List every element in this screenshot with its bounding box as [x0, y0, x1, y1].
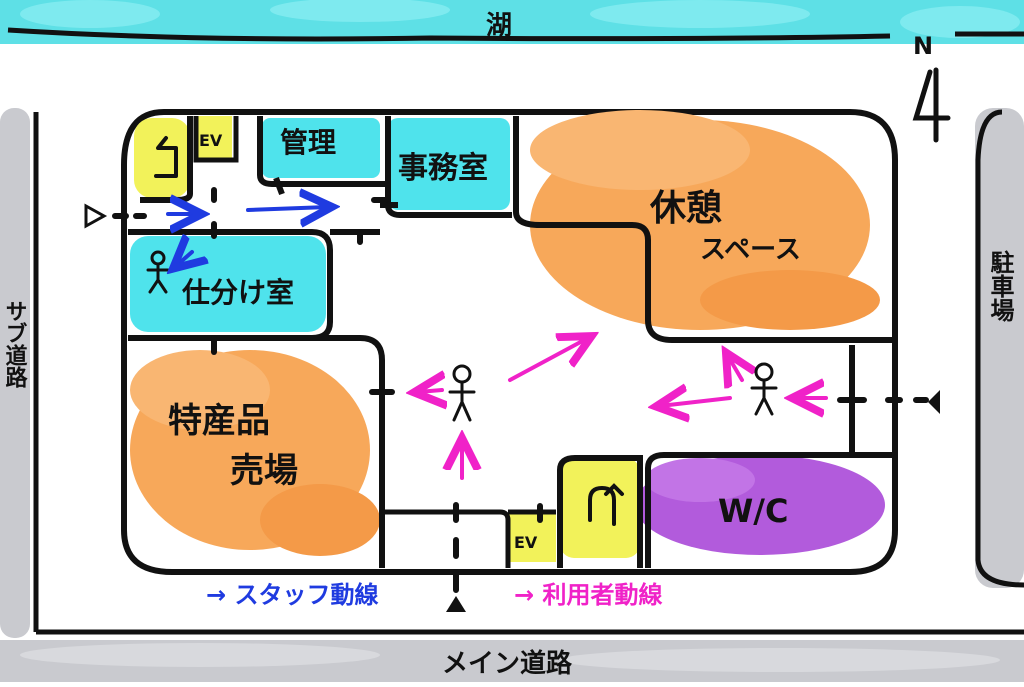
office-room — [380, 116, 512, 218]
rest-area — [513, 110, 892, 343]
specialty-shop — [128, 335, 385, 568]
rest-area-label-line2: スペース — [700, 235, 801, 265]
specialty-shop-label-line1: 特産品 — [168, 401, 270, 441]
door-markers — [112, 187, 929, 593]
restroom — [635, 345, 892, 568]
north-arrow-icon — [912, 67, 951, 143]
stick-figure-icon — [146, 250, 170, 294]
legend-visitor-route: → 利用者動線 — [514, 581, 662, 609]
rest-area-label-line1: 休憩 — [649, 188, 722, 229]
sorting-room-label: 仕分け室 — [181, 276, 294, 309]
sub-road — [0, 108, 39, 638]
staff-route-arrows — [166, 207, 328, 266]
north-label: N — [913, 32, 933, 60]
stick-figure-icon — [448, 364, 476, 422]
elevator-top-label: EV — [199, 131, 223, 150]
lake-label: 湖 — [486, 11, 512, 41]
legend-staff-route: → スタッフ動線 — [206, 581, 378, 609]
elevator-bottom-label: EV — [514, 533, 538, 552]
parking-area — [975, 108, 1024, 588]
main-road-label: メイン道路 — [442, 648, 573, 679]
stairs-bottom — [557, 455, 643, 568]
entrance-triangle-icon — [84, 203, 940, 612]
management-room — [257, 116, 386, 196]
elevator-bottom — [384, 509, 556, 568]
parking-label: 駐車場 — [986, 249, 1014, 323]
stick-figure-icon — [750, 362, 778, 416]
sub-road-label: サブ道路 — [2, 300, 28, 388]
visitor-route-arrows — [418, 338, 828, 480]
stairs-top — [134, 116, 193, 203]
lake-area — [0, 0, 1024, 44]
stairs-turn-icon — [154, 136, 178, 178]
office-label: 事務室 — [398, 151, 488, 186]
restroom-label: W/C — [718, 492, 788, 530]
stairs-u-turn-icon — [588, 483, 624, 526]
elevator-top — [193, 116, 239, 163]
management-label: 管理 — [280, 126, 336, 159]
main-road — [0, 629, 1024, 682]
specialty-shop-label-line2: 売場 — [230, 451, 298, 491]
